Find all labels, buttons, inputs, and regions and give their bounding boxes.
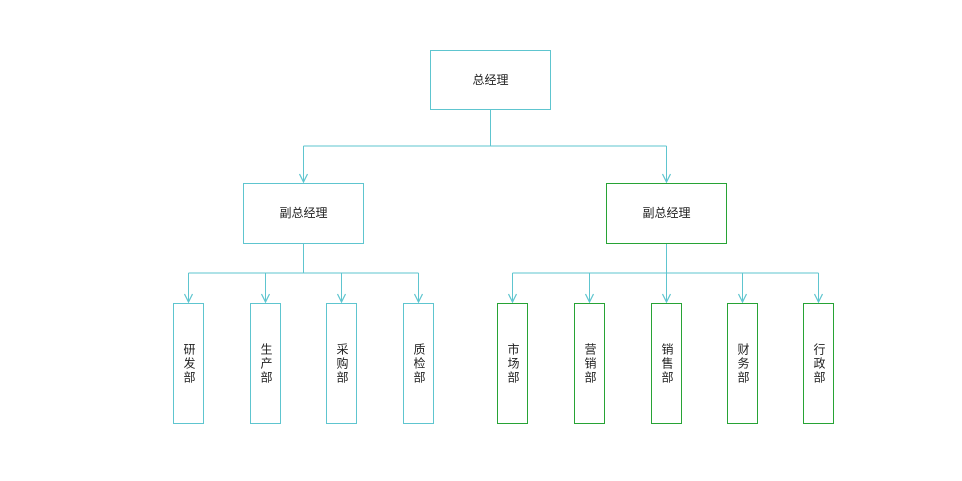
node-dept-market: 市场部 <box>497 303 528 424</box>
arrow-right-dept-1 <box>584 293 595 304</box>
arrow-right-dept-4 <box>813 293 824 304</box>
arrow-left-dept-0 <box>183 293 194 304</box>
node-dept-quality: 质检部 <box>403 303 434 424</box>
node-deputy-manager-right: 副总经理 <box>606 183 727 244</box>
node-general-manager: 总经理 <box>430 50 551 110</box>
arrow-right-dept-2 <box>661 293 672 304</box>
arrow-right-dept-0 <box>507 293 518 304</box>
node-dept-finance: 财务部 <box>727 303 758 424</box>
node-dept-purchasing: 采购部 <box>326 303 357 424</box>
arrow-left-dept-1 <box>260 293 271 304</box>
arrow-left-dept-3 <box>413 293 424 304</box>
arrow-left-dept-2 <box>336 293 347 304</box>
node-dept-marketing: 营销部 <box>574 303 605 424</box>
arrow-manager-right <box>661 173 672 184</box>
node-dept-admin: 行政部 <box>803 303 834 424</box>
node-dept-rnd: 研发部 <box>173 303 204 424</box>
node-dept-production: 生产部 <box>250 303 281 424</box>
node-deputy-manager-left: 副总经理 <box>243 183 364 244</box>
arrow-manager-left <box>298 173 309 184</box>
arrow-right-dept-3 <box>737 293 748 304</box>
node-dept-sales: 销售部 <box>651 303 682 424</box>
